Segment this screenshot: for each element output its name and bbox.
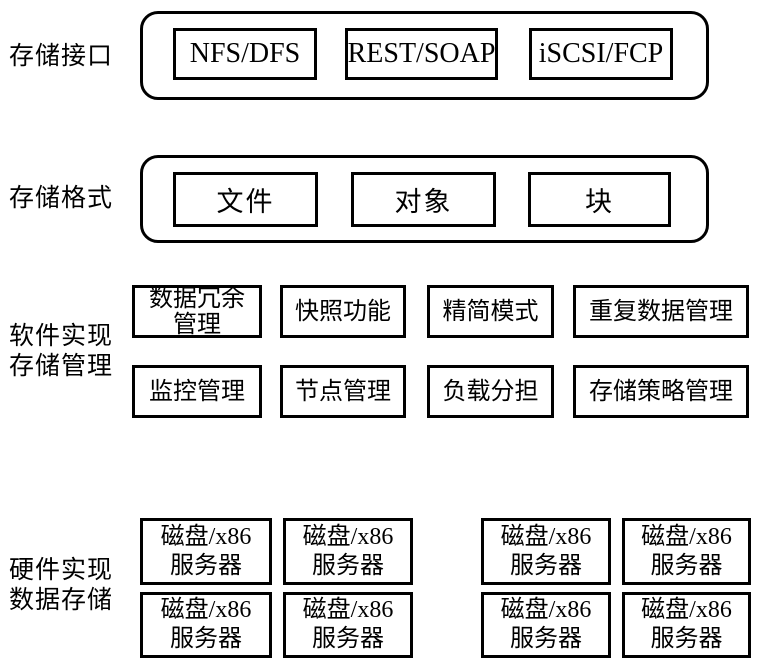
server-node-box: 磁盘/x86 服务器: [481, 518, 611, 585]
box-deduplication-management: 重复数据管理: [573, 285, 749, 338]
label-hardware-storage: 硬件实现 数据存储: [9, 557, 114, 614]
box-storage-policy-management: 存储策略管理: [573, 365, 749, 418]
box-load-balancing: 负载分担: [427, 365, 554, 418]
box-object: 对象: [351, 172, 496, 227]
box-data-redundancy-management: 数据冗余 管理: [132, 285, 262, 338]
label-storage-format: 存储格式: [9, 185, 114, 212]
server-node-box: 磁盘/x86 服务器: [481, 592, 611, 658]
server-node-box: 磁盘/x86 服务器: [140, 518, 272, 585]
box-thin-provisioning: 精简模式: [427, 285, 554, 338]
box-rest-soap: REST/SOAP: [345, 28, 498, 80]
box-iscsi-fcp: iSCSI/FCP: [529, 28, 673, 80]
box-node-management: 节点管理: [280, 365, 406, 418]
box-nfs-dfs: NFS/DFS: [173, 28, 317, 80]
box-monitoring-management: 监控管理: [132, 365, 262, 418]
label-storage-interface: 存储接口: [9, 43, 114, 70]
server-node-box: 磁盘/x86 服务器: [283, 518, 413, 585]
label-software-management: 软件实现 存储管理: [9, 323, 114, 380]
box-snapshot-function: 快照功能: [280, 285, 406, 338]
server-node-box: 磁盘/x86 服务器: [140, 592, 272, 658]
server-node-box: 磁盘/x86 服务器: [622, 592, 751, 658]
server-node-box: 磁盘/x86 服务器: [283, 592, 413, 658]
box-block: 块: [528, 172, 671, 227]
box-file: 文件: [173, 172, 318, 227]
server-node-box: 磁盘/x86 服务器: [622, 518, 751, 585]
